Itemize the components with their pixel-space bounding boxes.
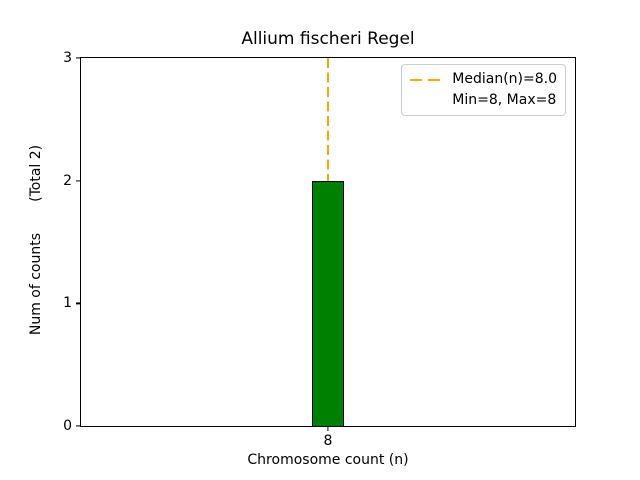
x-tick xyxy=(327,426,329,431)
legend-item: Median(n)=8.0 xyxy=(410,69,557,90)
legend: Median(n)=8.0 Min=8, Max=8 xyxy=(401,64,566,116)
x-axis-label: Chromosome count (n) xyxy=(247,452,409,468)
plot-area: 3 2 1 0 8 Median(n)=8.0 Min=8, Max=8 xyxy=(63,51,576,448)
y-tick-label: 0 xyxy=(63,418,72,434)
y-tick-label: 3 xyxy=(63,50,72,66)
y-tick xyxy=(76,180,81,182)
y-tick xyxy=(76,425,81,427)
legend-item: Min=8, Max=8 xyxy=(410,90,557,111)
legend-sample-spacer xyxy=(410,100,440,102)
y-axis-label: Num of counts (Total 2) xyxy=(28,144,44,336)
y-tick xyxy=(76,302,81,304)
legend-label: Median(n)=8.0 xyxy=(452,71,557,87)
chart-title: Allium fischeri Regel xyxy=(241,29,415,49)
legend-label: Min=8, Max=8 xyxy=(452,92,557,108)
y-tick-label: 2 xyxy=(63,172,72,189)
y-tick xyxy=(76,57,81,59)
median-line-sample-icon xyxy=(410,78,441,81)
y-tick-label: 1 xyxy=(63,295,72,312)
bar xyxy=(312,180,344,426)
x-tick-label: 8 xyxy=(323,433,333,449)
